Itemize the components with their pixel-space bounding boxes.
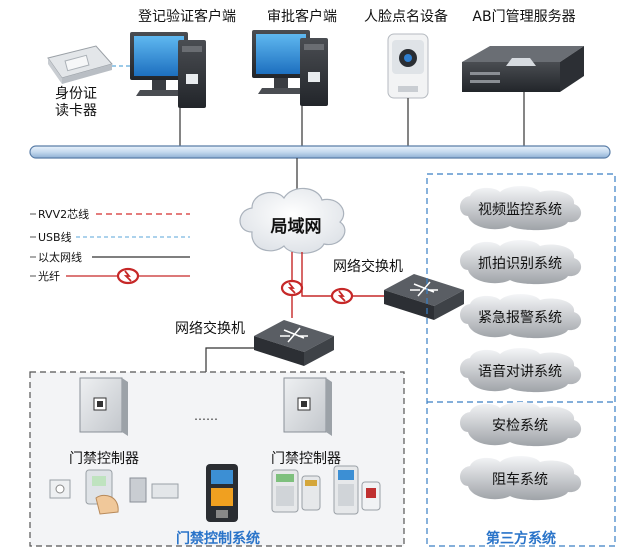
approval-client-label: 审批客户端 bbox=[267, 8, 337, 25]
third-party-box bbox=[426, 173, 616, 547]
system-cloud: 视频监控系统 bbox=[460, 186, 582, 231]
third-party-title: 第三方系统 bbox=[486, 530, 556, 547]
register-client-label: 登记验证客户端 bbox=[138, 8, 236, 25]
door-controller-1 bbox=[79, 377, 128, 436]
door-lock-device bbox=[129, 477, 179, 503]
system-label: 视频监控系统 bbox=[478, 202, 562, 218]
lan-label: 局域网 bbox=[271, 216, 322, 237]
system-label: 抓拍识别系统 bbox=[478, 256, 562, 272]
system-cloud: 紧急报警系统 bbox=[460, 294, 582, 339]
network-bus bbox=[29, 145, 611, 159]
fiber-icon bbox=[116, 267, 140, 285]
legend-rvv-label: RVV2芯线 bbox=[38, 207, 89, 221]
system-cloud: 阻车系统 bbox=[460, 456, 582, 501]
door-controller-2 bbox=[283, 377, 332, 436]
bus-drops bbox=[179, 92, 525, 146]
system-label: 语音对讲系统 bbox=[478, 363, 562, 380]
system-cloud: 抓拍识别系统 bbox=[460, 240, 582, 285]
card-reader-hand bbox=[85, 469, 119, 515]
controller-1-label: 门禁控制器 bbox=[69, 451, 139, 467]
legend-ethernet-label: 以太网线 bbox=[38, 250, 82, 264]
system-cloud: 语音对讲系统 bbox=[460, 348, 582, 393]
access-ethernet-lines bbox=[205, 347, 254, 372]
fiber-icon bbox=[280, 279, 304, 297]
card-reader-label: 身份证读卡器 bbox=[55, 86, 97, 119]
ab-server-label: AB门管理服务器 bbox=[472, 9, 575, 25]
approval-client-computer bbox=[252, 30, 328, 106]
controller-2-label: 门禁控制器 bbox=[271, 451, 341, 467]
system-label: 安检系统 bbox=[492, 418, 548, 434]
switch-left bbox=[254, 320, 334, 366]
system-cloud: 安检系统 bbox=[460, 402, 582, 447]
switch-left-label: 网络交换机 bbox=[175, 320, 245, 337]
register-client-computer bbox=[130, 32, 206, 108]
ab-door-server bbox=[462, 46, 584, 92]
lan-cloud bbox=[239, 187, 346, 254]
card-reader-small bbox=[361, 481, 381, 511]
exit-button-device bbox=[49, 479, 71, 499]
legend: RVV2芯线 USB线 以太网线 光纤 bbox=[38, 207, 190, 285]
legend-fiber-label: 光纤 bbox=[38, 269, 60, 283]
fingerprint-terminal bbox=[206, 464, 238, 522]
system-label: 阻车系统 bbox=[492, 471, 548, 488]
face-device-label: 人脸点名设备 bbox=[364, 8, 448, 25]
third-party-systems: 视频监控系统 抓拍识别系统 紧急报警系统 语音对讲系统 安检系统 阻车系统 bbox=[460, 186, 582, 501]
system-label: 紧急报警系统 bbox=[478, 310, 562, 326]
access-control-title: 门禁控制系统 bbox=[176, 530, 260, 547]
switch-right-label: 网络交换机 bbox=[333, 258, 403, 275]
keypad-reader-2 bbox=[301, 475, 321, 511]
access-devices bbox=[49, 464, 381, 522]
legend-dashes bbox=[30, 213, 36, 277]
keypad-reader-1 bbox=[271, 469, 299, 513]
legend-usb-label: USB线 bbox=[38, 230, 72, 244]
keypad-reader-3 bbox=[333, 465, 359, 515]
controller-ellipsis: …… bbox=[194, 409, 218, 423]
switch-right bbox=[384, 274, 464, 320]
fiber-icon bbox=[330, 287, 354, 305]
card-reader-device bbox=[47, 45, 113, 84]
face-recognition-device bbox=[387, 33, 429, 99]
